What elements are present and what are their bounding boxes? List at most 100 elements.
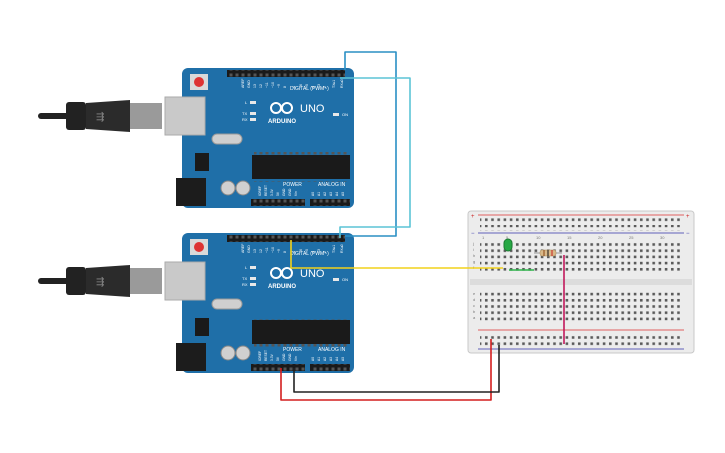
pin-label: AREF <box>241 79 245 88</box>
usb-plug-body[interactable] <box>86 265 130 297</box>
pin-label: ~10 <box>271 247 275 253</box>
pin-label: ~10 <box>271 82 275 88</box>
arduino-uno-board-2[interactable]: ⇶ DIGITAL (PWM~) AREF GND 13 12 ~11 ~10 … <box>38 233 354 373</box>
resistor-component[interactable] <box>534 249 562 257</box>
led-tx <box>250 277 256 280</box>
led-rx-label: RX <box>242 117 248 122</box>
wires[interactable] <box>280 51 565 401</box>
led-body[interactable] <box>503 238 513 252</box>
power-jack[interactable] <box>176 178 206 206</box>
pin-label: ~5 <box>305 249 309 253</box>
analog-label: ANALOG IN <box>318 182 346 188</box>
led-l-label: L <box>245 100 248 105</box>
breadboard[interactable]: + − + − 1 5 10 15 20 25 30 j i h g f e d… <box>467 210 695 354</box>
led-component[interactable] <box>503 238 513 252</box>
pin-label: GND <box>288 353 292 361</box>
reset-button[interactable] <box>194 242 204 252</box>
pin-label: 13 <box>253 249 257 253</box>
pin-label: 4 <box>311 251 315 253</box>
capacitor-2 <box>235 180 251 196</box>
model-label: UNO <box>300 103 325 115</box>
top-rail-holes-2[interactable] <box>480 225 680 231</box>
pin-label: ~9 <box>277 249 281 253</box>
bottom-rail-holes-2[interactable] <box>480 340 680 346</box>
row-label: g <box>473 259 475 264</box>
power-header-pins[interactable] <box>252 364 305 371</box>
pin-label: ~6 <box>299 249 303 253</box>
center-channel <box>470 279 692 285</box>
status-leds: L TX RX ON <box>242 265 348 287</box>
usb-plug-grip[interactable] <box>66 267 86 295</box>
pin-label: A1 <box>317 357 321 361</box>
led-tx <box>250 112 256 115</box>
arduino-uno-board-1[interactable]: ⇶ DIGITAL (PWM~) AREF GND 13 12 ~11 ~10 … <box>38 68 354 208</box>
arduino-logo-icon <box>270 267 293 279</box>
usb-plug-body[interactable] <box>86 100 130 132</box>
reset-button[interactable] <box>194 77 204 87</box>
bottom-rail-holes-1[interactable] <box>480 333 680 339</box>
mcu-pins-top <box>254 317 348 320</box>
pin-label: A4 <box>335 192 339 196</box>
pin-label: Vin <box>294 191 298 196</box>
column-label: 5 <box>506 235 509 240</box>
regulator-chip <box>195 153 209 171</box>
pin-label: ~3 <box>317 249 321 253</box>
rail-minus-label-right: − <box>686 231 690 237</box>
power-pin-labels: IOREF RESET 3.3V 5V GND GND Vin <box>258 350 298 361</box>
status-leds: L TX RX ON <box>242 100 348 122</box>
pin-label: GND <box>282 188 286 196</box>
pin-label: GND <box>282 353 286 361</box>
pin-label: GND <box>247 245 251 253</box>
pin-label: 7 <box>293 251 297 253</box>
column-label: 30 <box>660 235 665 240</box>
led-on-label: ON <box>342 112 348 117</box>
row-label: i <box>473 247 474 252</box>
pin-label: ~3 <box>317 84 321 88</box>
power-jack[interactable] <box>176 343 206 371</box>
crystal-oscillator <box>211 133 243 145</box>
analog-header-pins[interactable] <box>311 364 350 371</box>
arduino-logo-icon <box>270 102 293 114</box>
pin-label: 2 <box>323 251 327 253</box>
wire-signal[interactable] <box>290 240 503 269</box>
pin-label: RESET <box>264 350 268 361</box>
top-rail-holes-1[interactable] <box>480 218 680 224</box>
brand-label: ARDUINO <box>268 119 296 125</box>
pin-label: 5V <box>276 191 280 196</box>
microcontroller-chip <box>252 320 350 344</box>
usb-cable <box>38 113 70 119</box>
pin-label: RX◂0 <box>340 79 344 88</box>
pin-label: GND <box>247 80 251 88</box>
row-label: c <box>473 303 475 308</box>
microcontroller-chip <box>252 155 350 179</box>
mcu-pins-top <box>254 152 348 155</box>
led-l <box>250 101 256 104</box>
analog-pin-labels: A0 A1 A2 A3 A4 A5 <box>311 192 345 196</box>
usb-symbol-icon: ⇶ <box>96 111 104 123</box>
usb-plug-grip[interactable] <box>66 102 86 130</box>
pin-label: AREF <box>241 244 245 253</box>
pin-label: A1 <box>317 192 321 196</box>
power-header-pins[interactable] <box>252 199 305 206</box>
wire-tx-rx-2[interactable] <box>339 77 411 238</box>
led-rx <box>250 118 256 121</box>
analog-label: ANALOG IN <box>318 347 346 353</box>
wire-ground[interactable] <box>293 345 500 393</box>
pin-label: A4 <box>335 357 339 361</box>
bottom-terminal-strip[interactable] <box>480 290 680 323</box>
row-label: j <box>472 241 474 246</box>
digital-header-pins[interactable] <box>228 70 345 77</box>
pin-label: 3.3V <box>270 188 274 196</box>
pin-label: A0 <box>311 357 315 361</box>
led-rx <box>250 283 256 286</box>
wire-tx-rx-1[interactable] <box>344 51 397 237</box>
analog-header-pins[interactable] <box>311 199 350 206</box>
wire-power[interactable] <box>280 339 492 401</box>
usb-port[interactable] <box>164 96 206 136</box>
top-terminal-strip[interactable] <box>480 240 680 273</box>
usb-port[interactable] <box>164 261 206 301</box>
rail-minus-label: − <box>471 231 475 237</box>
digital-header-pins[interactable] <box>228 235 345 242</box>
digital-header-label: DIGITAL (PWM~) <box>290 86 329 92</box>
